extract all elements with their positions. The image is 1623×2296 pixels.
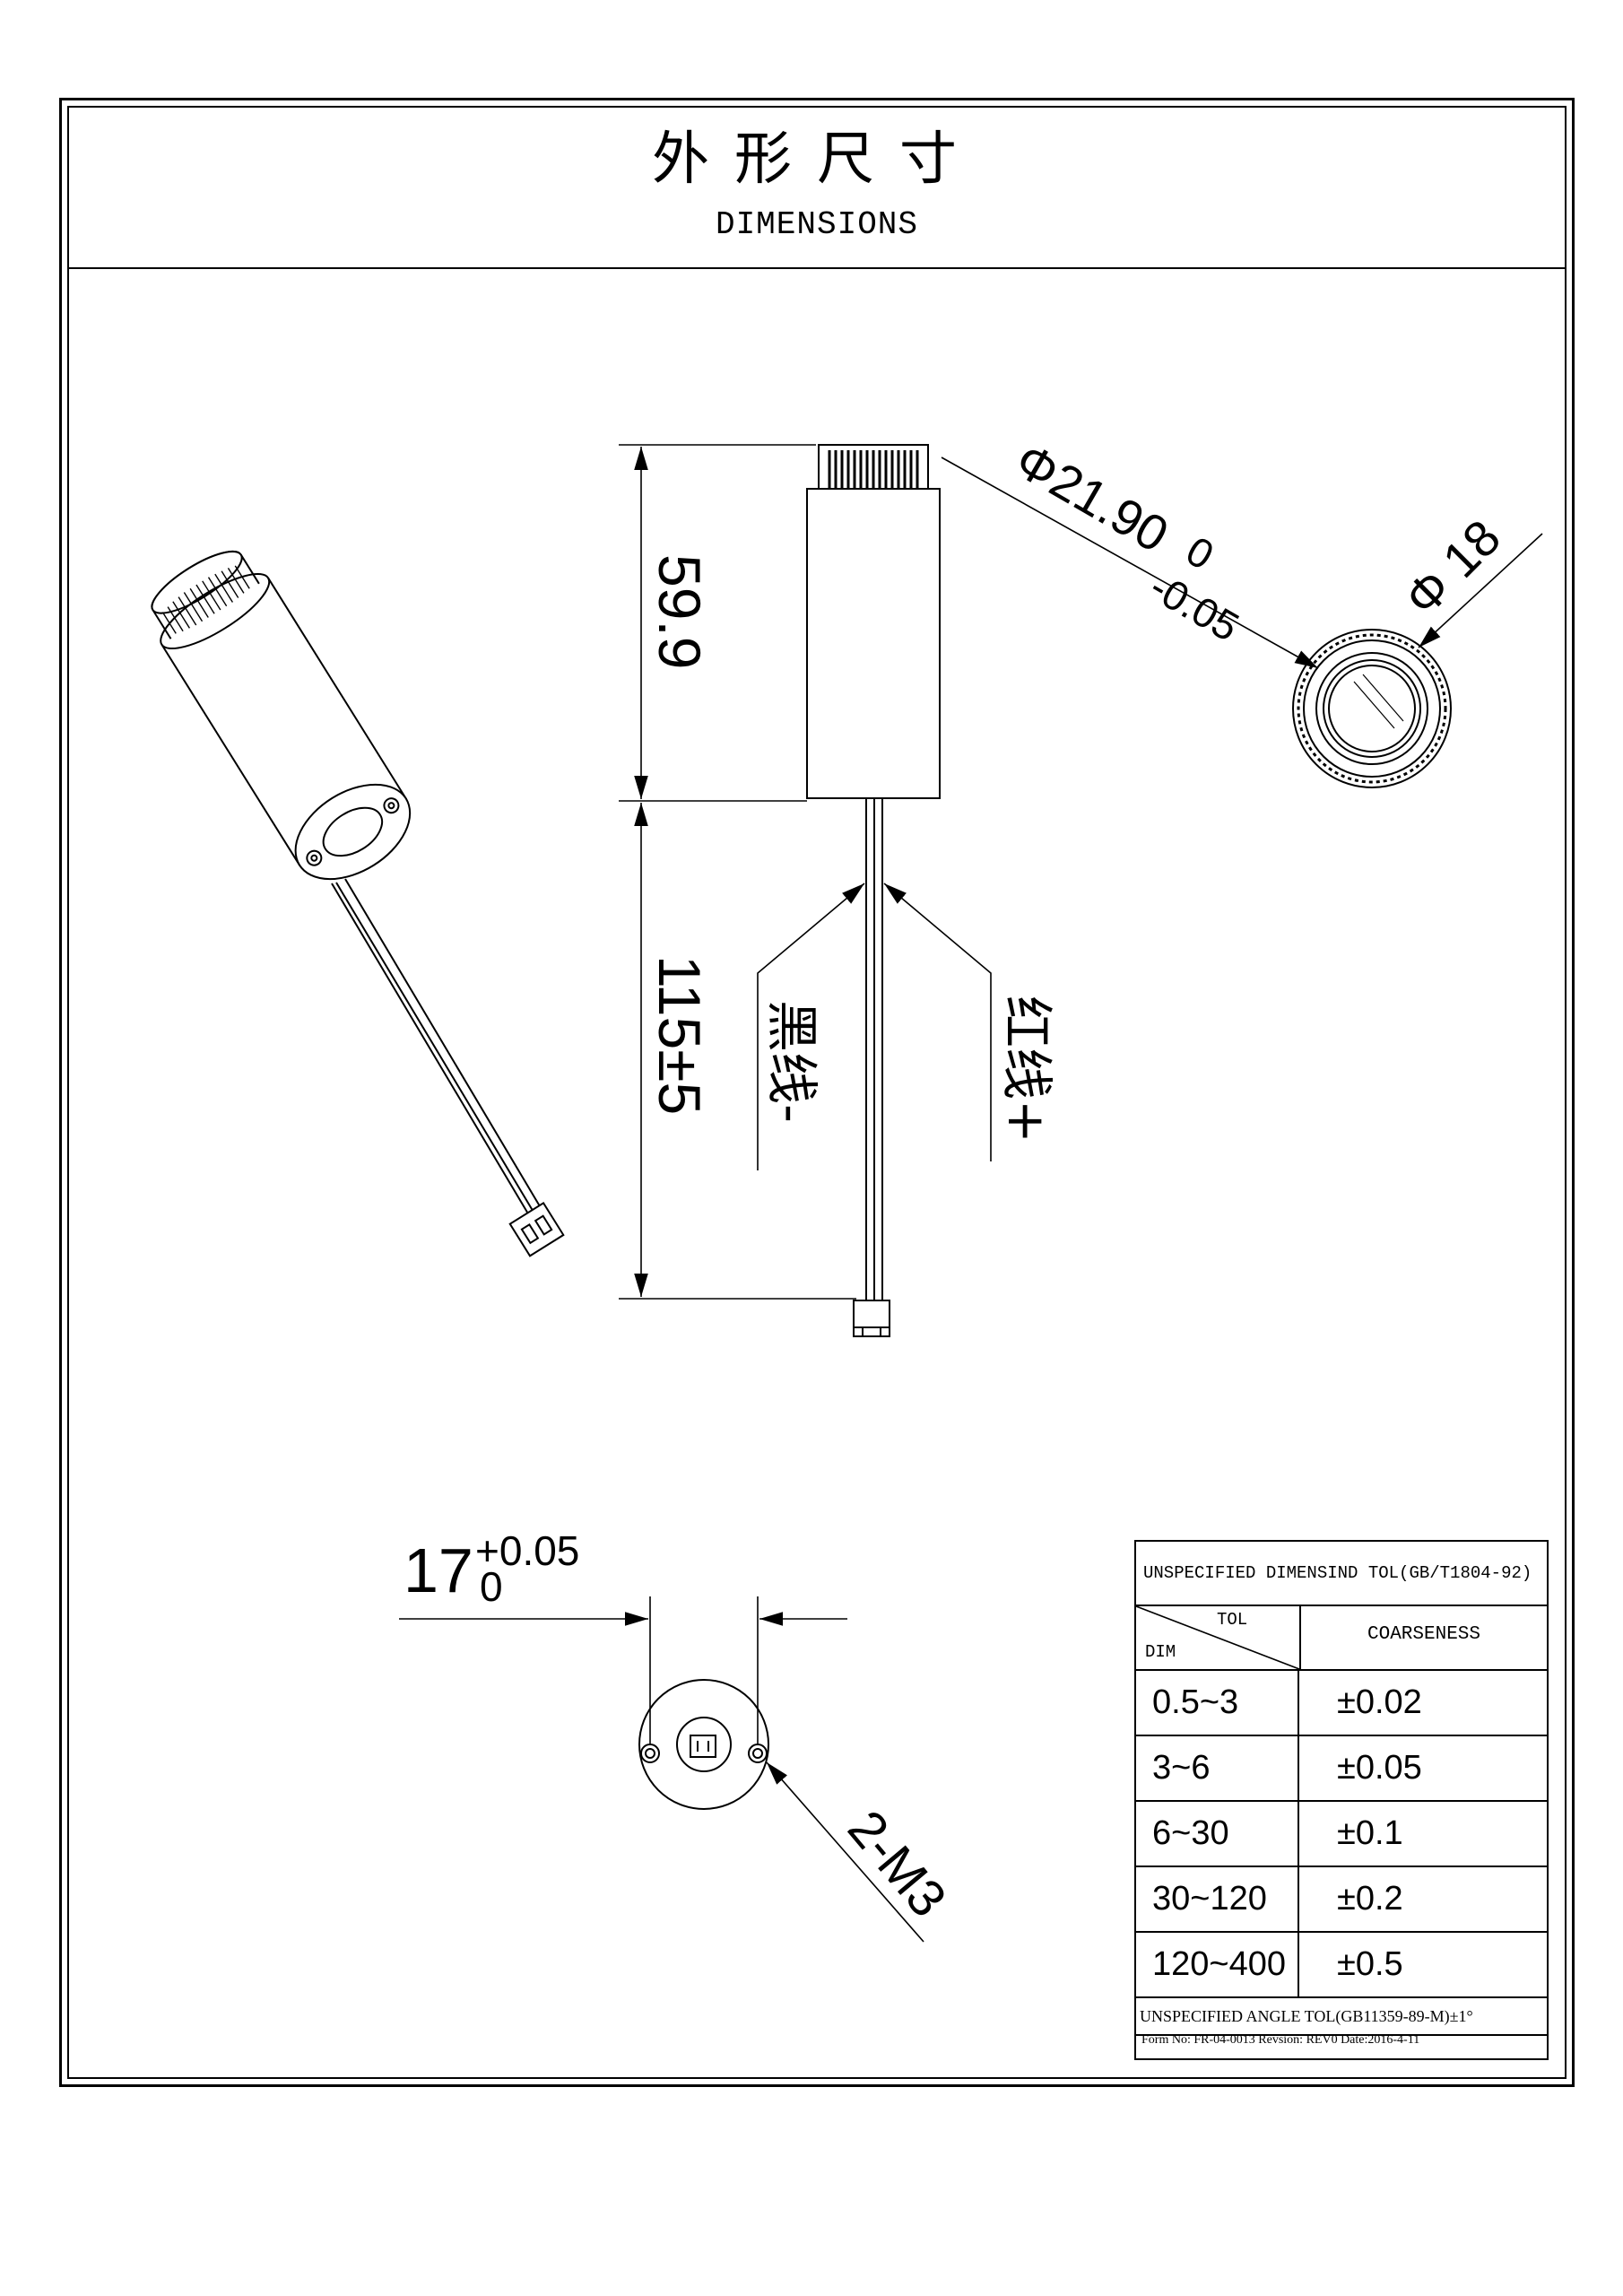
wire-leaders (757, 883, 992, 1170)
isometric-view (151, 550, 565, 1257)
dimension-lines-vertical (619, 444, 856, 1300)
header-dim: DIM (1145, 1642, 1176, 1662)
top-view (941, 457, 1543, 788)
title-chinese: 外形尺寸 (652, 126, 982, 193)
tolerance-value: ±0.2 (1337, 1880, 1403, 1918)
tolerance-range: 3~6 (1136, 1736, 1299, 1800)
tolerance-standard: UNSPECIFIED DIMENSIND TOL(GB/T1804-92) (1136, 1542, 1547, 1606)
dimension-hole-tol-lower: 0 (480, 1563, 503, 1610)
diagonal-line (1136, 1606, 1299, 1669)
tolerance-range: 6~30 (1136, 1802, 1299, 1866)
dimension-body-length: 59.9 (647, 554, 713, 669)
tolerance-row: 3~6 ±0.05 (1136, 1736, 1547, 1802)
header-coarseness: COARSENESS (1367, 1624, 1481, 1645)
side-connector (853, 1300, 890, 1337)
side-wires (865, 798, 883, 1300)
tolerance-angle-note: UNSPECIFIED ANGLE TOL(GB11359-89-M)±1° (1136, 1998, 1547, 2036)
tolerance-row: 30~120 ±0.2 (1136, 1867, 1547, 1933)
side-knob (818, 444, 929, 490)
label-red-wire: 红线+ (996, 996, 1057, 1144)
tolerance-range: 0.5~3 (1136, 1671, 1299, 1735)
tolerance-table: UNSPECIFIED DIMENSIND TOL(GB/T1804-92) T… (1134, 1540, 1549, 2060)
tolerance-row: 120~400 ±0.5 (1136, 1933, 1547, 1998)
tolerance-header: TOL DIM COARSENESS (1136, 1606, 1547, 1671)
tolerance-range: 30~120 (1136, 1867, 1299, 1931)
dimension-hole-tol-upper: +0.05 (475, 1527, 579, 1574)
tolerance-form-note: Form No: FR-04-0013 Revsion: REV0 Date:2… (1141, 2033, 1420, 2047)
dimension-hole-spacing: 17 (404, 1535, 473, 1605)
title-block: 外形尺寸 DIMENSIONS (69, 108, 1565, 269)
side-body (806, 488, 941, 799)
tolerance-value: ±0.5 (1337, 1945, 1403, 1983)
tolerance-range: 120~400 (1136, 1933, 1299, 1996)
bottom-view (399, 1596, 924, 1943)
title-english: DIMENSIONS (715, 206, 919, 243)
dimension-outer-diameter: Φ21.90 (1006, 431, 1178, 563)
dimension-outer-tol-upper: 0 (1178, 526, 1221, 578)
tolerance-header-diagonal-cell: TOL DIM (1136, 1606, 1301, 1669)
hole-spacing-label: 17 +0.05 0 (404, 1527, 579, 1610)
tolerance-value: ±0.1 (1337, 1814, 1403, 1852)
tolerance-value: ±0.05 (1337, 1749, 1422, 1787)
dimension-inner-diameter: Φ 18 (1393, 509, 1511, 626)
outer-diameter-label: Φ21.90 0 -0.05 (1006, 431, 1247, 650)
label-black-wire: 黑线- (761, 1000, 822, 1123)
tolerance-row: 0.5~3 ±0.02 (1136, 1671, 1547, 1736)
header-tol: TOL (1217, 1610, 1248, 1630)
side-view (619, 444, 992, 1337)
tolerance-row: 6~30 ±0.1 (1136, 1802, 1547, 1867)
iso-wire (331, 878, 543, 1216)
drawing-sheet: 外形尺寸 DIMENSIONS (59, 98, 1575, 2087)
iso-body (151, 550, 412, 881)
sheet-inner-border: 外形尺寸 DIMENSIONS (67, 106, 1567, 2079)
iso-connector (508, 1202, 565, 1257)
tolerance-value: ±0.02 (1337, 1683, 1422, 1721)
dimension-wire-length: 115±5 (647, 955, 713, 1115)
